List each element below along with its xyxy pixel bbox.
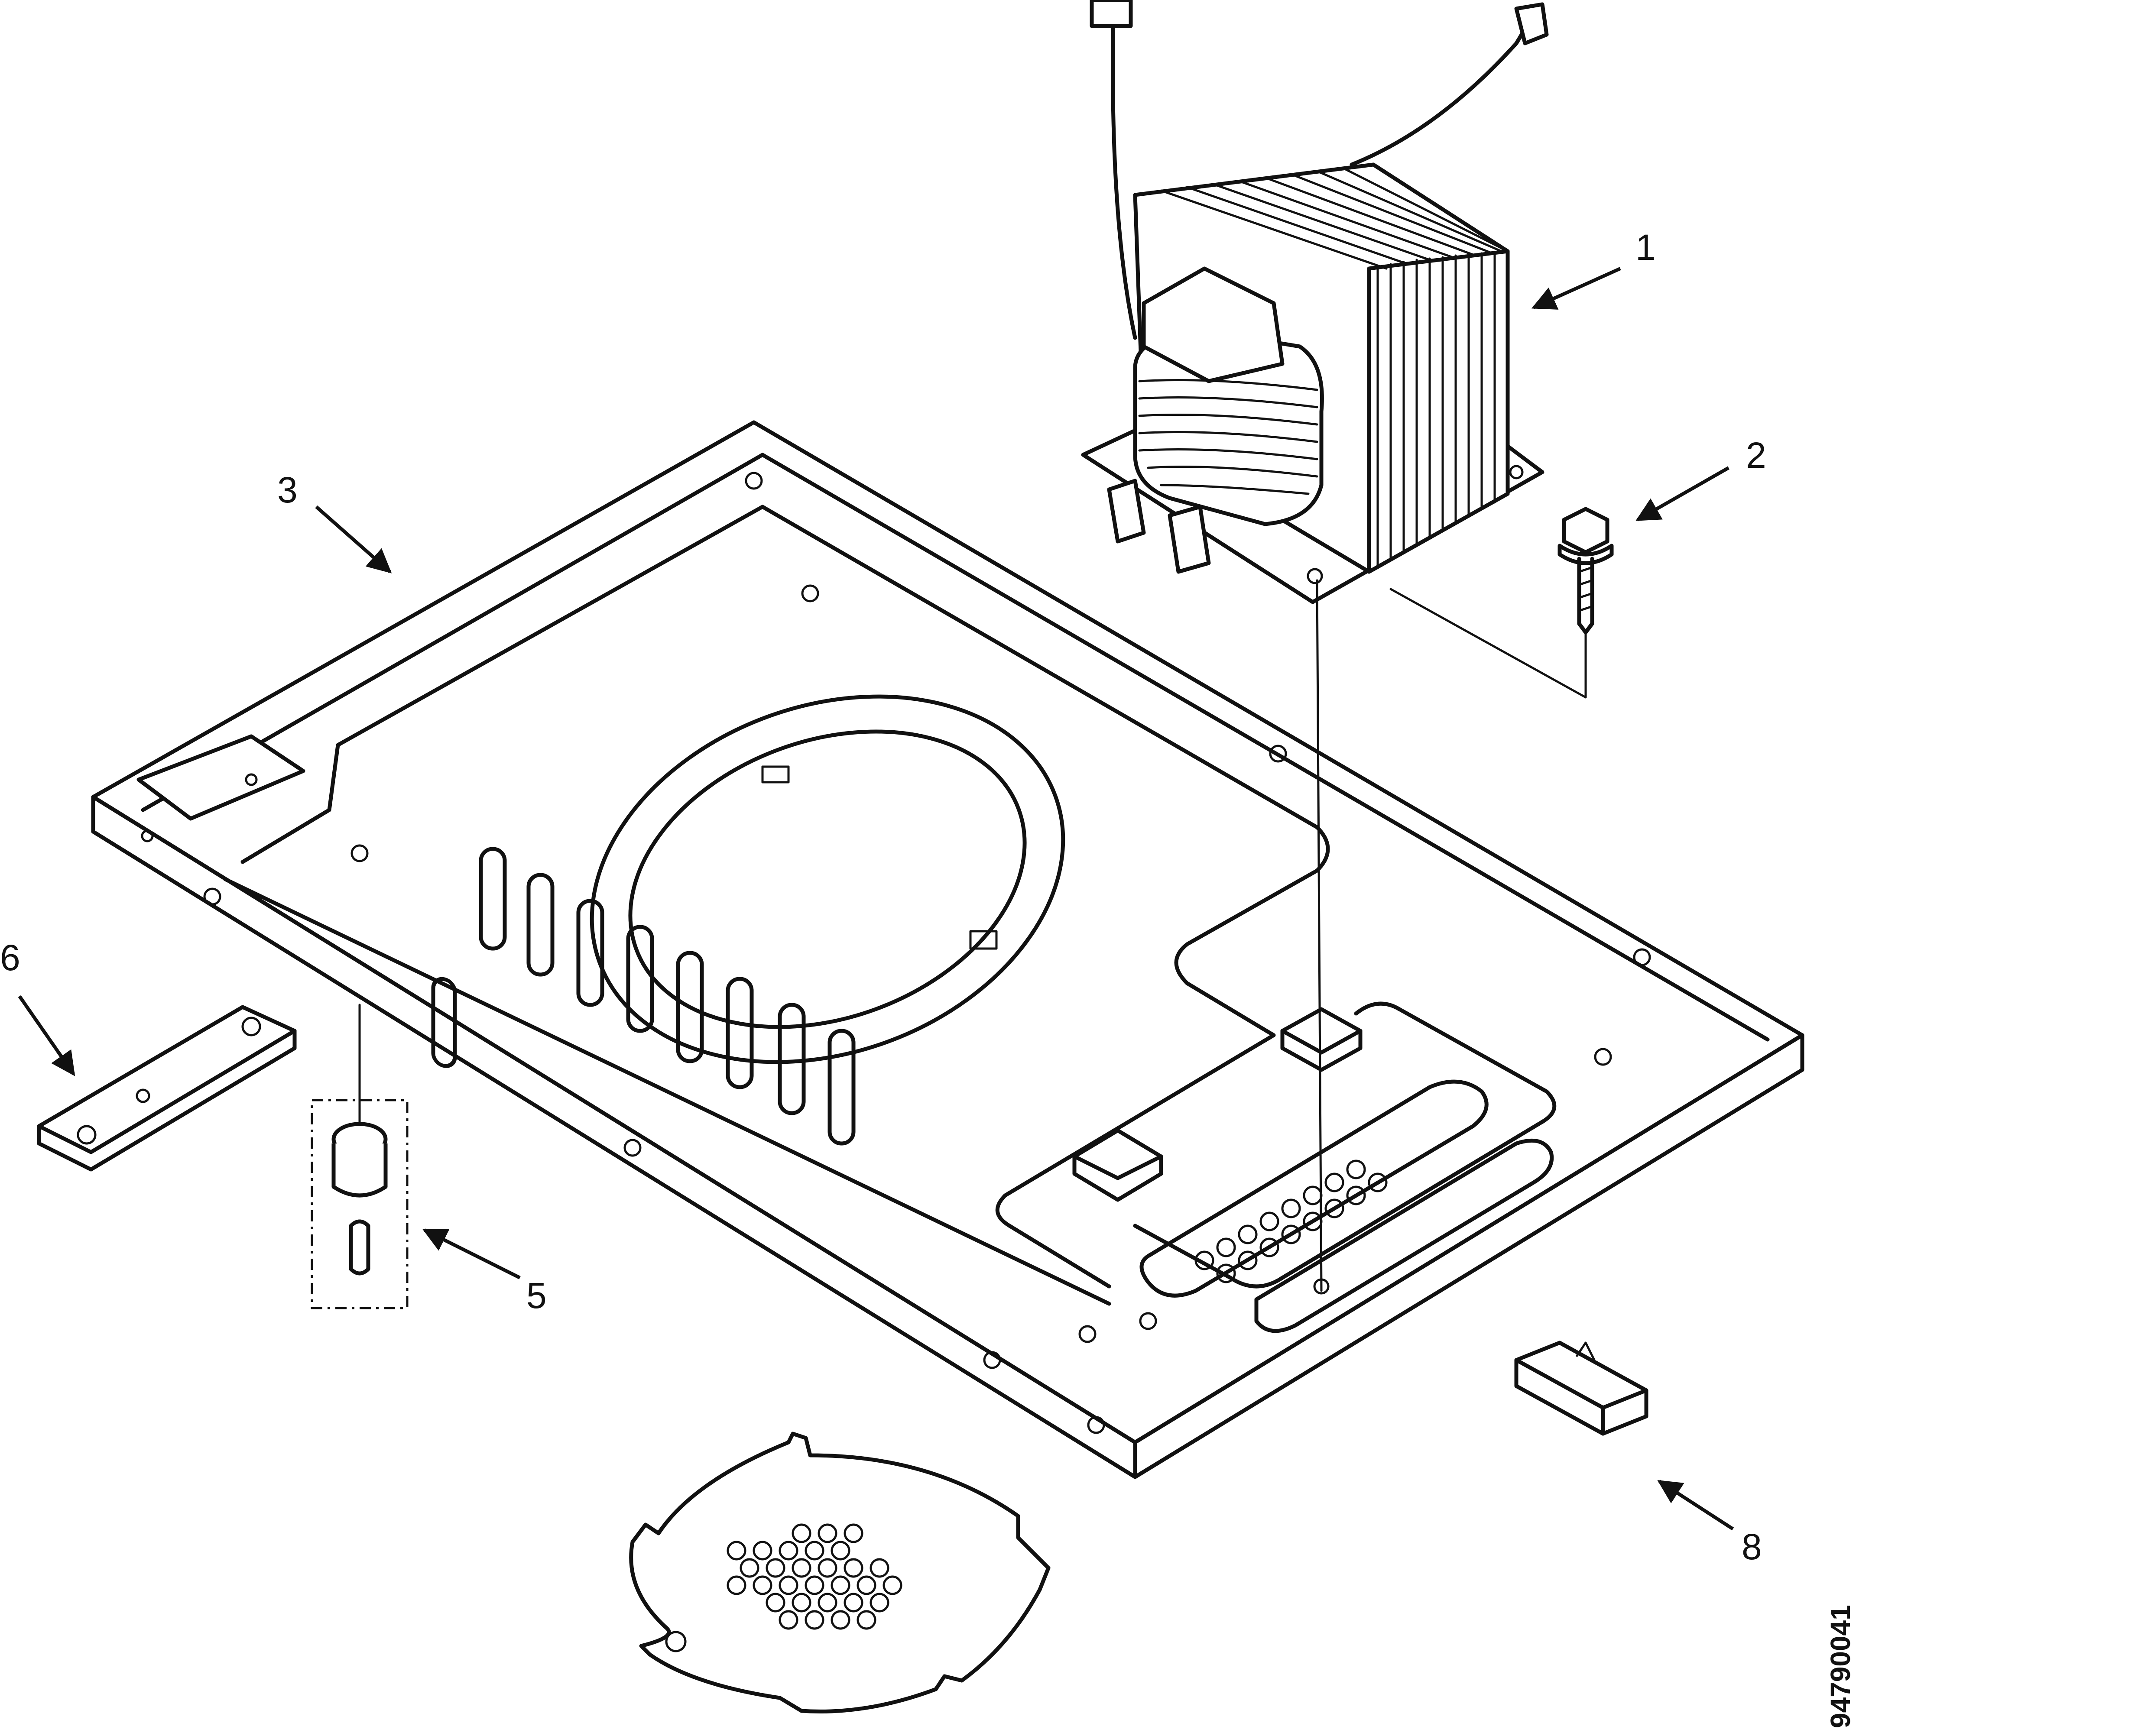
bracket-part-6 bbox=[37, 1005, 297, 1172]
callout-label-5: 5 bbox=[526, 1275, 547, 1316]
arrow-2 bbox=[1635, 466, 1729, 521]
callout-arrows bbox=[18, 267, 1734, 1531]
alignment-line-transformer bbox=[1316, 579, 1323, 1292]
terminal-2 bbox=[1168, 505, 1211, 574]
figure-code: 94790041 bbox=[1825, 1605, 1856, 1728]
foot-part-5 bbox=[331, 1122, 388, 1276]
part-5-grouping-box bbox=[311, 1099, 409, 1309]
oval-slot-2 bbox=[1254, 1138, 1554, 1333]
callout-label-3: 3 bbox=[277, 470, 298, 510]
wire-left-connector bbox=[1090, 0, 1133, 28]
arrow-8 bbox=[1657, 1480, 1734, 1531]
arrow-6 bbox=[18, 995, 75, 1076]
arrow-3 bbox=[315, 505, 392, 573]
wire-left bbox=[1111, 6, 1137, 340]
callout-label-1: 1 bbox=[1635, 227, 1656, 268]
base-plate bbox=[91, 420, 1804, 1479]
inner-channel bbox=[240, 505, 1330, 1289]
mounting-screw bbox=[1557, 507, 1614, 635]
clip-part-8 bbox=[1514, 1341, 1648, 1436]
core-laminations bbox=[1160, 167, 1509, 569]
callout-label-8: 8 bbox=[1742, 1526, 1762, 1567]
ventilation-holes bbox=[1194, 1159, 1388, 1283]
alignment-line-screw bbox=[1389, 588, 1587, 699]
wire-right bbox=[1350, 19, 1532, 167]
vent-slots bbox=[431, 847, 856, 1146]
terminal-1 bbox=[1107, 479, 1146, 544]
oval-slot-1 bbox=[1139, 1079, 1489, 1298]
cover-perforations bbox=[727, 1523, 902, 1630]
arrow-1 bbox=[1531, 267, 1621, 310]
callout-label-6: 6 bbox=[0, 937, 20, 978]
turntable-cover bbox=[629, 1432, 1051, 1713]
mounting-holes bbox=[141, 472, 1651, 1434]
left-bracket-tab bbox=[136, 734, 305, 821]
coil-winding bbox=[1133, 266, 1324, 526]
right-raised-pad bbox=[1133, 1001, 1557, 1289]
ground-terminal bbox=[1514, 2, 1549, 45]
callout-label-2: 2 bbox=[1746, 435, 1766, 476]
transformer bbox=[1081, 0, 1549, 604]
turntable-ring bbox=[590, 694, 1065, 1064]
arrow-5 bbox=[422, 1228, 521, 1279]
